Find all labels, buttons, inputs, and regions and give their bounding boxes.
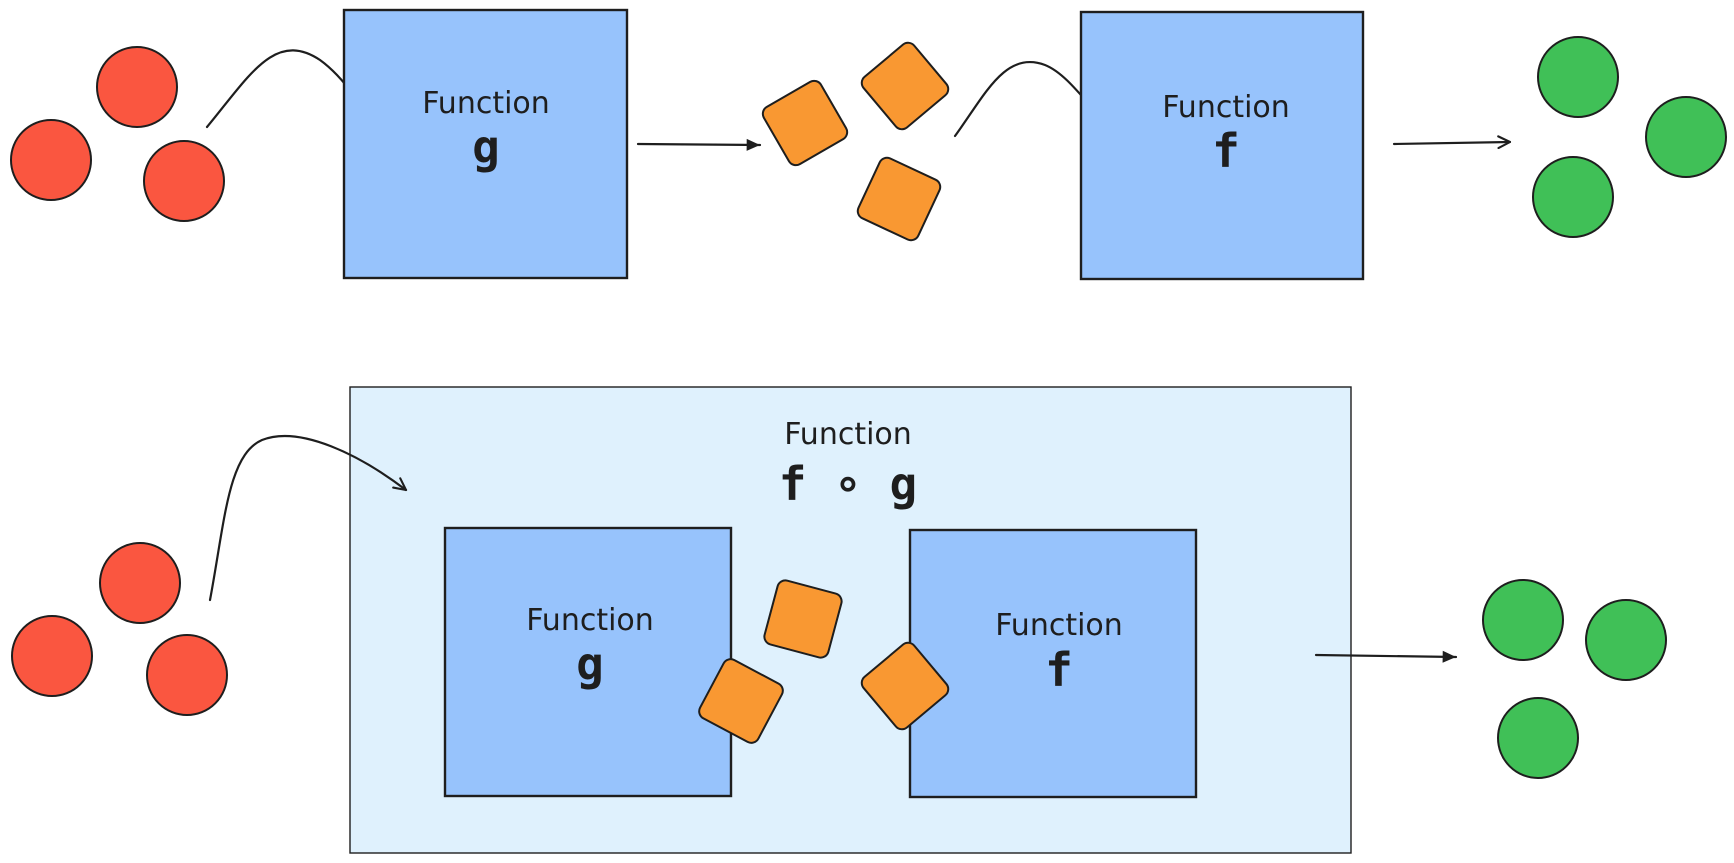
top-function-f-box: Function f [1079,10,1365,281]
arrow-out-of-function-g [636,138,762,151]
function-box [342,8,629,280]
intermediate-square [856,156,942,242]
output-ball [1532,156,1614,238]
function-box-title: Function [526,603,654,638]
function-box-symbol: f [1045,643,1073,697]
output-ball [1482,579,1564,661]
output-ball [1645,96,1727,178]
top-input-balls [10,46,225,222]
intermediate-square [698,658,784,744]
inner-function-f-box: Function f [908,528,1198,799]
output-ball [1497,697,1579,779]
function-box [443,526,733,798]
inner-function-g-box: Function g [443,526,733,798]
function-box-title: Function [995,608,1123,643]
arrow-out-of-composite-function [1314,650,1458,663]
input-ball [143,140,225,222]
function-box-title: Function [422,86,550,121]
input-ball [96,46,178,128]
function-box-symbol: g [472,120,500,174]
top-intermediate-squares [761,41,950,242]
composite-box-symbol: f ∘ g [779,457,917,511]
function-box-symbol: g [576,637,604,691]
bottom-intermediate-squares [698,579,950,744]
function-box [1079,10,1365,281]
intermediate-square [860,641,950,731]
input-ball [10,119,92,201]
input-ball [146,634,228,716]
function-box [908,528,1198,799]
function-box-title: Function [1162,90,1290,125]
arrow-out-of-function-f [1392,135,1512,150]
top-output-balls [1532,36,1727,238]
bottom-output-balls [1482,579,1667,779]
intermediate-square [761,79,849,167]
top-function-g-box: Function g [342,8,629,280]
bottom-input-balls [11,542,228,716]
arrow-into-composite-function [208,435,408,602]
intermediate-square [763,579,843,659]
function-box-symbol: f [1212,124,1240,178]
output-ball [1537,36,1619,118]
intermediate-square [860,41,950,131]
composite-box-title: Function [784,417,912,452]
input-ball [99,542,181,624]
input-ball [11,615,93,697]
output-ball [1585,599,1667,681]
